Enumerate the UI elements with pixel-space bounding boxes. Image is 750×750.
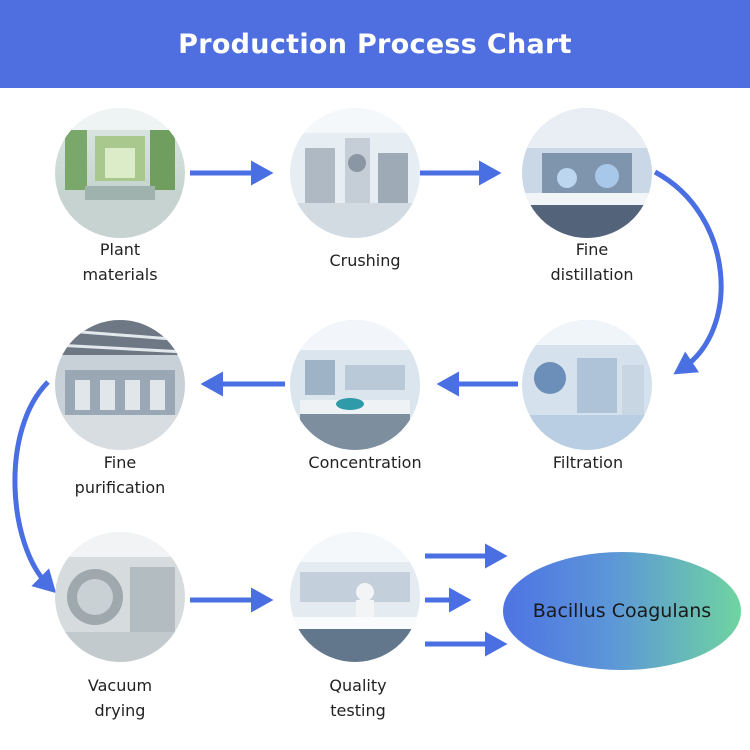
- arrow-distillation-to-filtration: [653, 169, 724, 375]
- step-filtration-image: [522, 320, 652, 450]
- title-banner: Production Process Chart: [0, 0, 750, 88]
- step-fine-distillation-image: [522, 108, 652, 238]
- step-concentration-label: Concentration: [308, 453, 422, 472]
- qc-lab-photo-icon: [290, 532, 420, 662]
- step-filtration-label: Filtration: [552, 453, 624, 472]
- step-quality-testing-label: Quality testing: [329, 676, 387, 720]
- greenhouse-photo-icon: [55, 108, 185, 238]
- step-crushing-label: Crushing: [329, 251, 401, 270]
- step-plant-materials-image: [55, 108, 185, 238]
- step-vacuum-drying-label: Vacuum drying: [87, 676, 153, 720]
- filtration-equipment-photo-icon: [522, 320, 652, 450]
- lab-workstation-photo-icon: [290, 320, 420, 450]
- laboratory-glassware-photo-icon: [522, 108, 652, 238]
- step-crushing-image: [290, 108, 420, 238]
- production-hall-photo-icon: [55, 320, 185, 450]
- vacuum-dryer-photo-icon: [55, 532, 185, 662]
- step-vacuum-drying-image: [55, 532, 185, 662]
- step-quality-testing-image: [290, 532, 420, 662]
- product-label: Bacillus Coagulans: [532, 600, 712, 622]
- step-fine-purification-image: [55, 320, 185, 450]
- product-ellipse: Bacillus Coagulans: [503, 552, 741, 670]
- page-title: Production Process Chart: [178, 28, 572, 60]
- step-fine-purification-label: Fine purification: [74, 453, 166, 497]
- factory-machinery-photo-icon: [290, 108, 420, 238]
- step-concentration-image: [290, 320, 420, 450]
- step-plant-materials-label: Plant materials: [82, 240, 158, 284]
- step-fine-distillation-label: Fine distillation: [550, 240, 634, 284]
- arrow-purification-to-drying: [12, 380, 57, 594]
